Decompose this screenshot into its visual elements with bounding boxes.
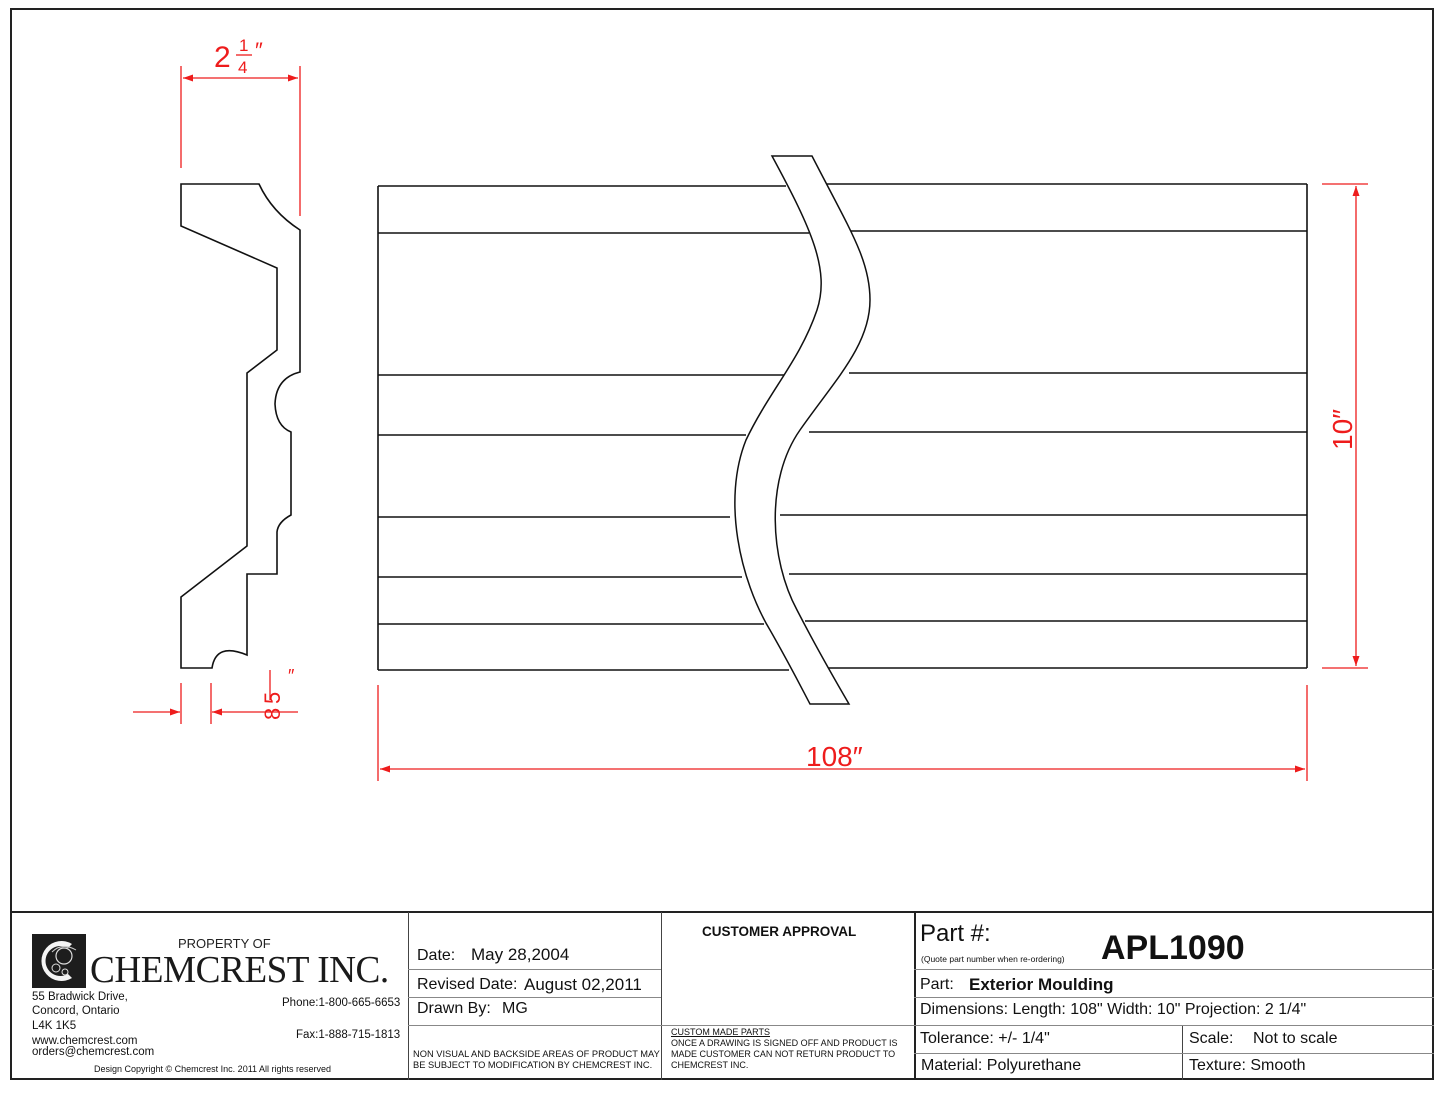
divider <box>408 1025 914 1026</box>
part-value: Exterior Moulding <box>969 975 1114 994</box>
svg-text:10″: 10″ <box>1327 409 1358 450</box>
bottom-step-dimension-label: 5 8 ″ <box>260 666 295 720</box>
moulding-profile <box>180 183 301 669</box>
projection-dimension-label: 2 1 4 ″ <box>214 36 263 77</box>
email-link[interactable]: orders@chemcrest.com <box>32 1046 155 1058</box>
scale-value: Not to scale <box>1253 1030 1338 1047</box>
tolerance-text: Tolerance: +/- 1/4" <box>920 1030 1050 1047</box>
svg-text:″: ″ <box>288 666 295 686</box>
address-line2: Concord, Ontario <box>32 1005 120 1017</box>
divider <box>914 997 1434 998</box>
bottom-step-dimension <box>133 683 298 724</box>
date-label: Date: <box>417 947 456 964</box>
drawing-sheet-border <box>10 8 1434 1080</box>
svg-text:2: 2 <box>214 41 231 74</box>
moulding-elevation <box>377 183 1308 671</box>
drawn-by-value: MG <box>502 1000 528 1017</box>
svg-text:5: 5 <box>260 692 285 704</box>
property-of-label: PROPERTY OF <box>178 936 271 951</box>
break-lines <box>734 155 871 705</box>
chemcrest-logo-icon <box>32 934 86 988</box>
svg-text:8: 8 <box>260 708 285 720</box>
fax-number: Fax:1-888-715-1813 <box>296 1029 401 1041</box>
part-number-label: Part #: <box>920 920 991 947</box>
length-dimension <box>377 685 1308 781</box>
custom-parts-line1: ONCE A DRAWING IS SIGNED OFF AND PRODUCT… <box>671 1038 898 1048</box>
divider <box>661 912 662 1080</box>
dimensions-text: Dimensions: Length: 108" Width: 10" Proj… <box>920 1001 1307 1018</box>
divider <box>408 912 409 1080</box>
part-label: Part: <box>920 976 954 993</box>
projection-dimension <box>180 66 301 216</box>
part-number-hint: (Quote part number when re-ordering) <box>921 954 1065 964</box>
svg-text:″: ″ <box>255 38 263 63</box>
svg-text:108″: 108″ <box>806 741 863 772</box>
address-line1: 55 Bradwick Drive, <box>32 991 128 1003</box>
custom-parts-heading: CUSTOM MADE PARTS <box>671 1027 771 1037</box>
divider <box>408 997 661 998</box>
technical-drawing: 2 1 4 ″ 5 8 ″ <box>133 36 1368 781</box>
drawn-by-label: Drawn By: <box>417 1000 491 1017</box>
custom-parts-line3: CHEMCREST INC. <box>671 1060 749 1070</box>
height-dimension-label: 10″ <box>1327 409 1358 450</box>
divider <box>1182 1025 1183 1080</box>
length-dimension-label: 108″ <box>806 741 863 772</box>
material-text: Material: Polyurethane <box>921 1057 1082 1074</box>
scale-label: Scale: <box>1189 1030 1234 1047</box>
revised-date-value: August 02,2011 <box>524 975 642 994</box>
height-dimension <box>1322 183 1368 669</box>
divider <box>914 912 916 1080</box>
date-value: May 28,2004 <box>471 945 570 964</box>
custom-parts-line2: MADE CUSTOMER CAN NOT RETURN PRODUCT TO <box>671 1049 896 1059</box>
customer-approval-signature-area[interactable] <box>662 940 914 1024</box>
title-block <box>10 911 1434 1080</box>
divider <box>914 1025 1434 1026</box>
modification-notice-line2: BE SUBJECT TO MODIFICATION BY CHEMCREST … <box>413 1060 653 1070</box>
revised-date-label: Revised Date: <box>417 976 518 993</box>
divider <box>914 969 1434 970</box>
part-number-value: APL1090 <box>1101 929 1245 967</box>
divider <box>914 1053 1434 1054</box>
copyright-notice: Design Copyright © Chemcrest Inc. 2011 A… <box>94 1064 332 1074</box>
customer-approval-heading: CUSTOMER APPROVAL <box>702 924 857 939</box>
company-name: CHEMCREST INC. <box>90 949 389 991</box>
divider <box>408 969 661 970</box>
modification-notice-line1: NON VISUAL AND BACKSIDE AREAS OF PRODUCT… <box>413 1049 660 1059</box>
website-link[interactable]: www.chemcrest.com <box>32 1035 138 1047</box>
svg-text:4: 4 <box>238 58 247 77</box>
svg-text:1: 1 <box>239 36 248 55</box>
texture-text: Texture: Smooth <box>1189 1057 1306 1074</box>
phone-number: Phone:1-800-665-6653 <box>282 997 401 1009</box>
postal-code: L4K 1K5 <box>32 1020 77 1032</box>
